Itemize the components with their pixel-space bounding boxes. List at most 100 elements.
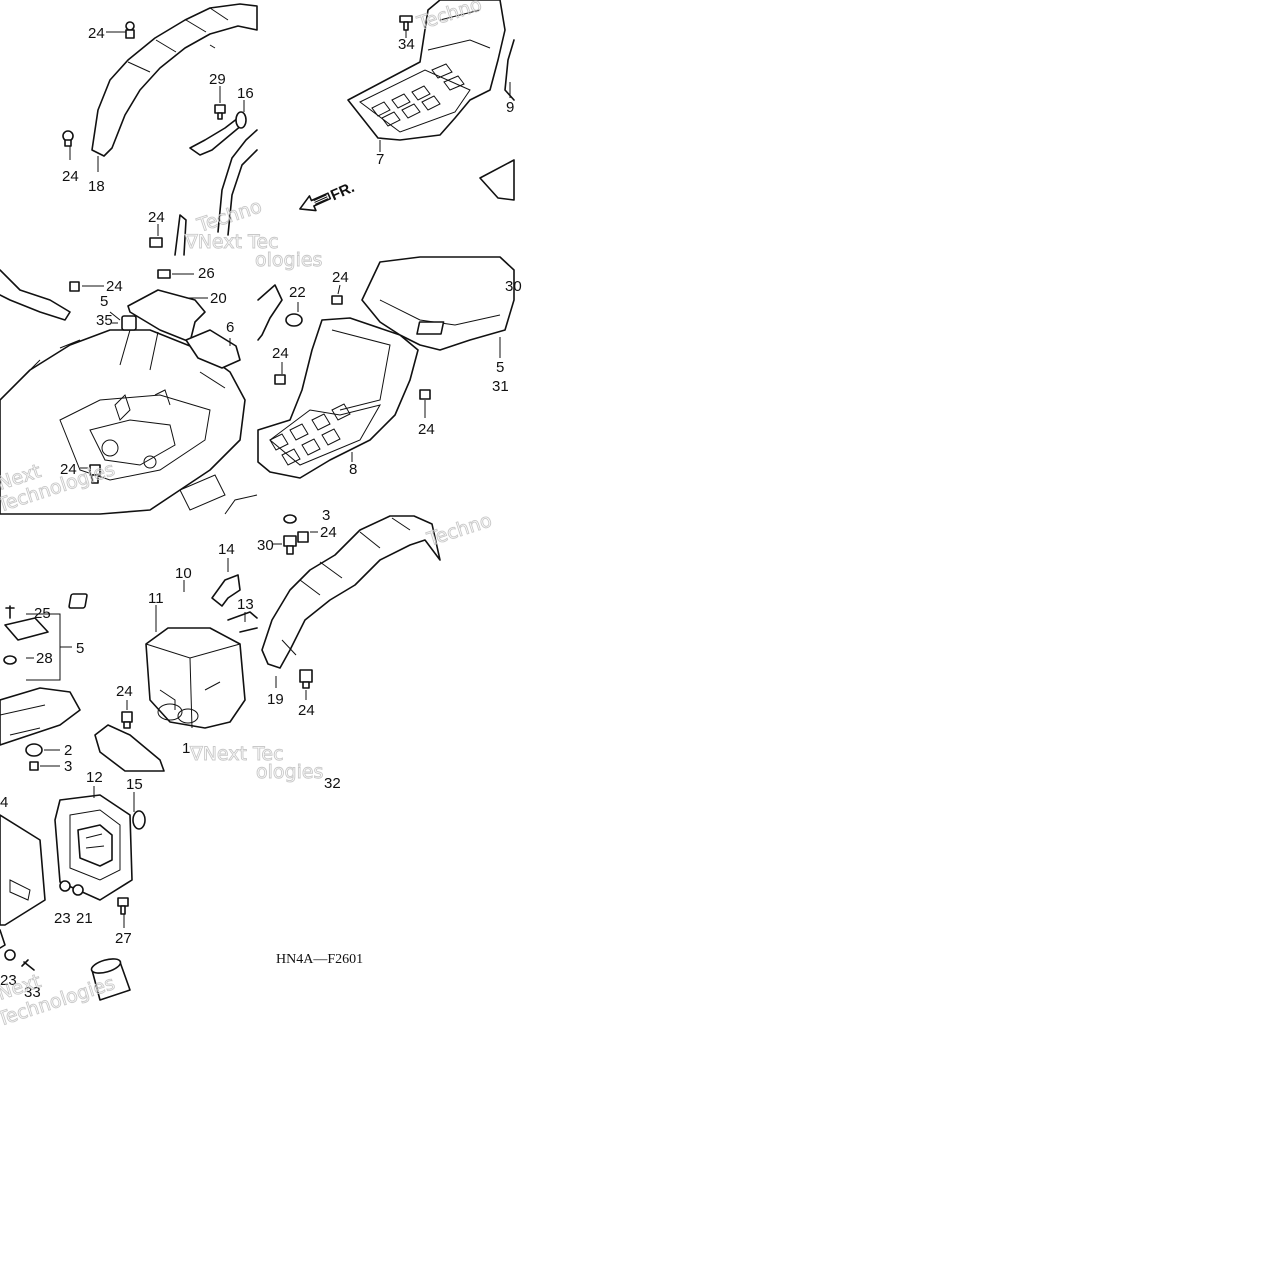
callout-33: 33 bbox=[24, 984, 41, 1001]
clip-24-b bbox=[274, 374, 286, 385]
callout-24: 24 bbox=[148, 209, 165, 226]
callout-13: 13 bbox=[237, 596, 254, 613]
cover-20 bbox=[127, 289, 206, 343]
callout-15: 15 bbox=[126, 776, 143, 793]
callout-24: 24 bbox=[418, 421, 435, 438]
rear-fender-edge bbox=[0, 687, 81, 746]
callout-24: 24 bbox=[62, 168, 79, 185]
screw-30 bbox=[283, 535, 297, 555]
callout-16: 16 bbox=[237, 85, 254, 102]
watermark: ologies bbox=[255, 249, 322, 271]
callout-10: 10 bbox=[175, 565, 192, 582]
bracket-16 bbox=[189, 117, 243, 156]
rim-13 bbox=[227, 611, 258, 633]
watermark: Techno bbox=[424, 509, 495, 551]
clip-26 bbox=[157, 269, 171, 279]
callout-24: 24 bbox=[60, 461, 77, 478]
nut-21 bbox=[72, 884, 84, 896]
clip-24-low bbox=[89, 464, 101, 484]
fender-strip-left bbox=[0, 269, 71, 321]
lens bbox=[77, 824, 113, 867]
grommet-2 bbox=[25, 743, 43, 757]
callout-24: 24 bbox=[88, 25, 105, 42]
callout-28: 28 bbox=[36, 650, 53, 667]
nut-23-low bbox=[4, 949, 16, 961]
tile-front-fender-strip: 3 24 30 19 24 32 Techno bbox=[257, 507, 495, 792]
tile-taillight: 4 12 15 23 21 27 23 33 Next Technologies bbox=[0, 769, 146, 1032]
grommet-22 bbox=[285, 313, 303, 327]
callout-19: 19 bbox=[267, 691, 284, 708]
panel-4 bbox=[0, 814, 46, 926]
tile-floorboard-8: 22 24 24 24 8 30 5 31 bbox=[257, 256, 522, 479]
callout-27: 27 bbox=[115, 930, 132, 947]
bolt-29 bbox=[214, 104, 226, 120]
callout-26: 26 bbox=[198, 265, 215, 282]
callout-9: 9 bbox=[506, 99, 514, 116]
nut-10 bbox=[68, 593, 88, 609]
clip-24-top bbox=[125, 21, 135, 39]
clip-24-top bbox=[297, 531, 309, 543]
callout-24: 24 bbox=[320, 524, 337, 541]
lid-6 bbox=[185, 329, 241, 369]
callout-6: 6 bbox=[226, 319, 234, 336]
grommet-15 bbox=[132, 810, 146, 830]
clip-24 bbox=[69, 281, 80, 292]
bracket-left bbox=[257, 284, 283, 341]
fender-edge-lower bbox=[217, 129, 258, 236]
callout-8: 8 bbox=[349, 461, 357, 478]
callout-21: 21 bbox=[76, 910, 93, 927]
callout-23: 23 bbox=[0, 972, 17, 989]
pad-31 bbox=[416, 321, 445, 335]
bolt-27 bbox=[117, 897, 129, 915]
callout-3: 3 bbox=[64, 758, 72, 775]
callout-30: 30 bbox=[257, 537, 274, 554]
callout-7: 7 bbox=[376, 151, 384, 168]
clip-24-left bbox=[62, 130, 74, 147]
front-direction-label: FR. bbox=[328, 179, 357, 204]
tile-floorboard-7: 34 7 9 FR. Techno bbox=[299, 0, 515, 212]
callout-24: 24 bbox=[106, 278, 123, 295]
callout-29: 29 bbox=[209, 71, 226, 88]
callout-3: 3 bbox=[322, 507, 330, 524]
watermark: ∇Next Tec bbox=[184, 231, 279, 253]
bolt-34 bbox=[399, 15, 413, 31]
callout-24: 24 bbox=[116, 683, 133, 700]
callout-14: 14 bbox=[218, 541, 235, 558]
clip-24 bbox=[121, 711, 133, 729]
fender-30 bbox=[361, 256, 515, 351]
callout-18: 18 bbox=[88, 178, 105, 195]
watermark: ologies bbox=[256, 761, 323, 783]
callout-11: 11 bbox=[148, 590, 164, 607]
clip-3 bbox=[283, 514, 297, 524]
callout-23: 23 bbox=[54, 910, 71, 927]
watermark: ∇Next Tec bbox=[189, 743, 284, 765]
box-11 bbox=[145, 627, 246, 729]
nut-23 bbox=[59, 880, 71, 892]
callout-30: 30 bbox=[505, 278, 522, 295]
clip-24-a bbox=[331, 295, 343, 305]
callout-5: 5 bbox=[100, 293, 108, 310]
callout-32: 32 bbox=[324, 775, 341, 792]
callout-12: 12 bbox=[86, 769, 103, 786]
floorboard-7 bbox=[347, 0, 506, 141]
fender-strip-18 bbox=[91, 3, 258, 157]
clip-3 bbox=[29, 761, 39, 771]
tile-rear-fender-strip: 24 24 18 29 16 24 Techno ∇Next Tec bbox=[62, 3, 279, 256]
cover-lower bbox=[94, 724, 165, 772]
callout-20: 20 bbox=[210, 290, 227, 307]
screw-25 bbox=[5, 605, 15, 619]
diagram-code: HN4A—F2601 bbox=[276, 952, 363, 967]
clip-24-c bbox=[419, 389, 431, 400]
tile-rear-body: 24 26 20 5 35 6 24 ologies Next Technolo… bbox=[0, 249, 323, 518]
callout-35: 35 bbox=[96, 312, 113, 329]
fender-fragment bbox=[479, 159, 515, 201]
plate-5 bbox=[4, 617, 49, 641]
callout-5: 5 bbox=[496, 359, 504, 376]
callout-34: 34 bbox=[398, 36, 415, 53]
screw-33 bbox=[21, 959, 35, 971]
callout-31: 31 bbox=[492, 378, 509, 395]
fender-strip-19 bbox=[261, 515, 441, 669]
callout-24: 24 bbox=[332, 269, 349, 286]
callout-2: 2 bbox=[64, 742, 72, 759]
